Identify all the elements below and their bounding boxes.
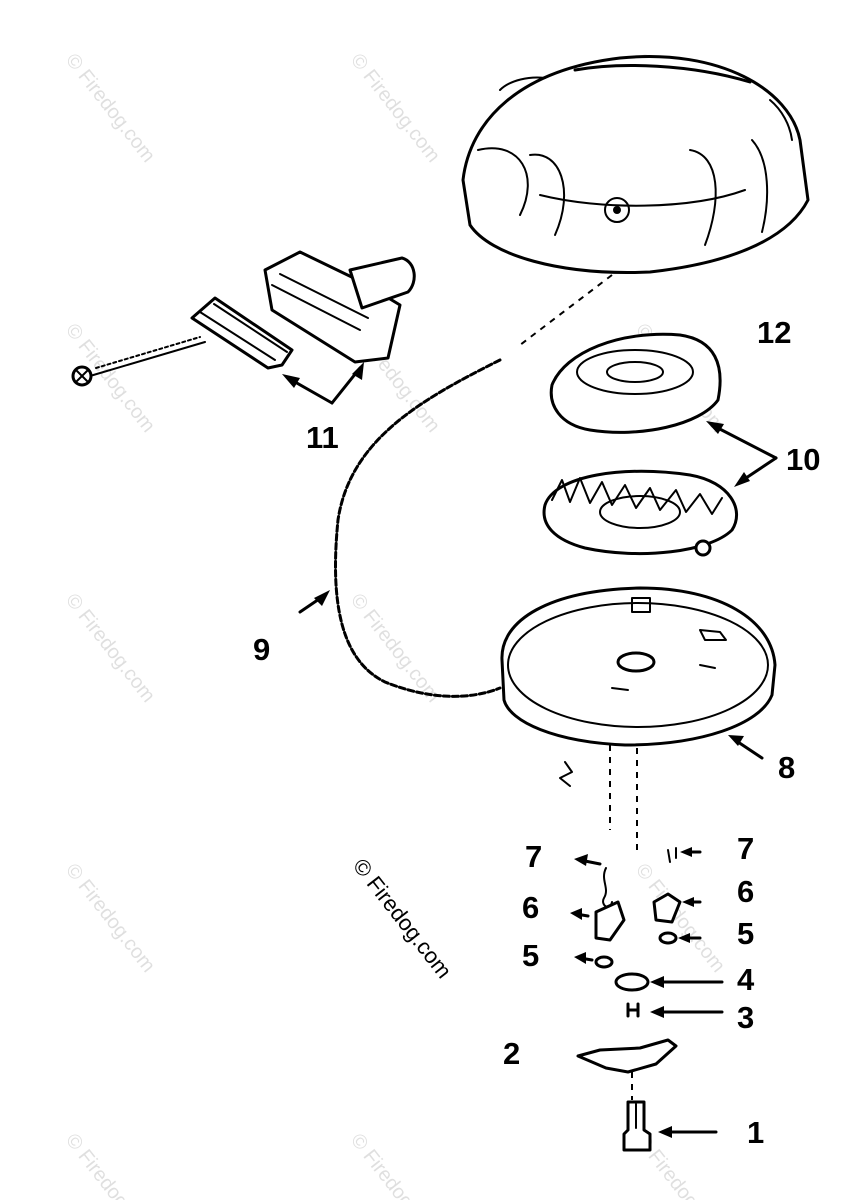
part-4-washer [614,972,650,992]
part-6-pawl-right [652,892,682,924]
watermark-tile: © Firedog.com [346,590,444,707]
callout-11: 11 [306,420,339,455]
part-7-spring-left [602,867,613,908]
callout-5-left: 5 [522,938,539,973]
part-5-retainer-left [594,955,614,969]
parts-small-components [570,847,724,1152]
callout-6-right: 6 [737,874,754,909]
part-10-pulley-spring [542,332,778,557]
part-3-bushing [626,1002,640,1018]
callout-8: 8 [778,750,795,785]
part-7-spring-right [667,847,677,863]
watermark-tile: © Firedog.com [631,860,729,977]
part-6-pawl-left [594,900,626,942]
part-12-housing-cover [461,55,810,346]
watermark-tile: © Firedog.com [346,1130,444,1200]
callout-2: 2 [503,1036,520,1071]
watermark-tile: © Firedog.com [346,50,444,167]
callout-9: 9 [253,632,270,667]
callout-1: 1 [747,1115,764,1150]
part-2-retainer [576,1038,678,1074]
callout-6-left: 6 [522,890,539,925]
watermark-tile: © Firedog.com [61,860,159,977]
callout-5-right: 5 [737,916,754,951]
watermark-tile: © Firedog.com [61,1130,159,1200]
callout-10: 10 [786,442,820,477]
callout-4: 4 [737,962,755,997]
part-9-starter-rope [298,358,502,698]
watermark-main: © Firedog.com [348,854,457,983]
part-8-starter-housing [500,586,777,850]
part-5-retainer-right [658,931,678,945]
part-11-starter-handle [71,250,416,405]
callout-12: 12 [757,315,791,350]
callout-labels: 12 11 10 9 8 7 7 6 6 5 5 4 3 2 1 [253,315,820,1150]
watermark-tile: © Firedog.com [61,590,159,707]
watermark-tile: © Firedog.com [61,50,159,167]
callout-7-right: 7 [737,831,754,866]
callout-7-left: 7 [525,839,542,874]
callout-3: 3 [737,1000,754,1035]
